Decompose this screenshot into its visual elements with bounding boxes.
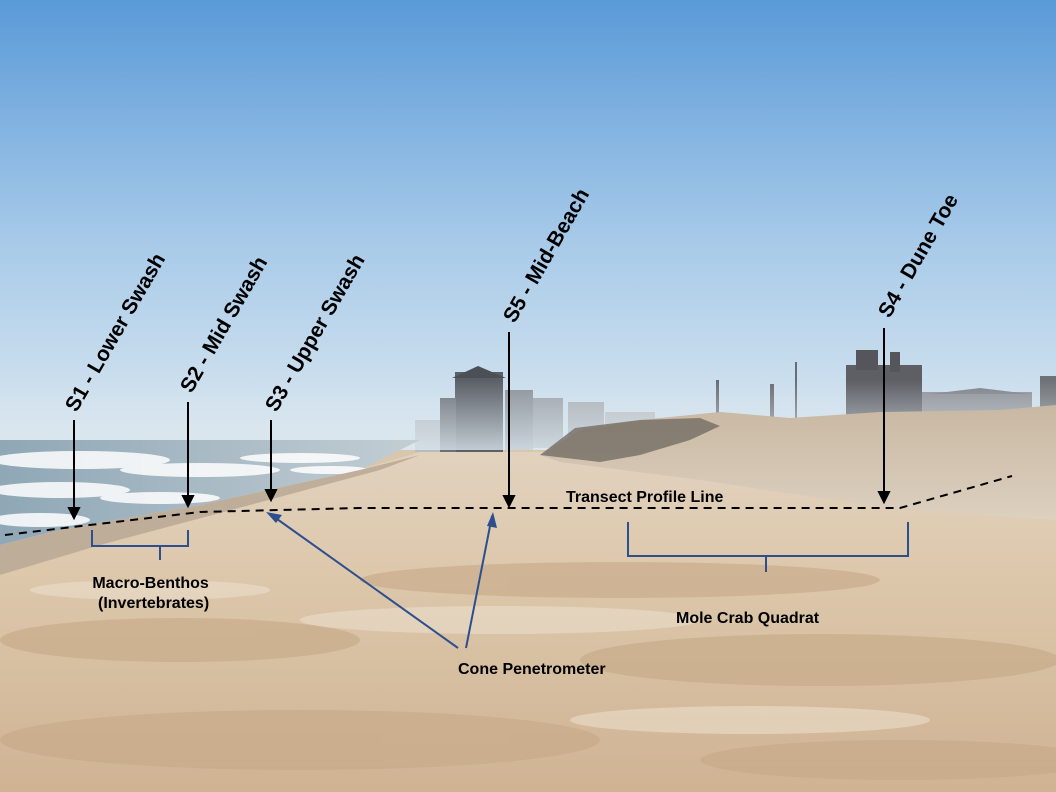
sand-highlights xyxy=(30,580,930,734)
wet-sand xyxy=(0,455,420,575)
station-arrows xyxy=(67,328,891,521)
cone-arrowhead-right xyxy=(487,512,497,528)
cone-arrow-right xyxy=(465,515,493,649)
dune-shadow xyxy=(540,418,720,462)
cone-arrowheads xyxy=(266,512,497,528)
macro-benthos-line2: (Invertebrates) xyxy=(98,595,210,612)
transect-label: Transect Profile Line xyxy=(566,489,724,506)
macro-benthos-line1: Macro-Benthos xyxy=(92,575,209,592)
macro-benthos-brace xyxy=(91,530,189,560)
mole-crab-label: Mole Crab Quadrat xyxy=(676,610,820,627)
arrowhead-s2 xyxy=(181,495,195,509)
macro-benthos-label: Macro-Benthos (Invertebrates) xyxy=(92,574,209,614)
transect-profile-line xyxy=(4,475,1013,536)
arrowhead-s5 xyxy=(502,495,516,509)
arrowhead-s4 xyxy=(877,491,891,505)
arrowhead-s3 xyxy=(264,489,278,503)
blue-annotations xyxy=(91,513,909,649)
arrowhead-s1 xyxy=(67,507,81,521)
cone-arrow-left xyxy=(269,513,459,649)
cone-arrowhead-left xyxy=(266,512,282,523)
mole-crab-brace xyxy=(627,522,909,572)
sand-patches xyxy=(0,562,1056,780)
cone-penetrometer-label: Cone Penetrometer xyxy=(458,661,606,678)
